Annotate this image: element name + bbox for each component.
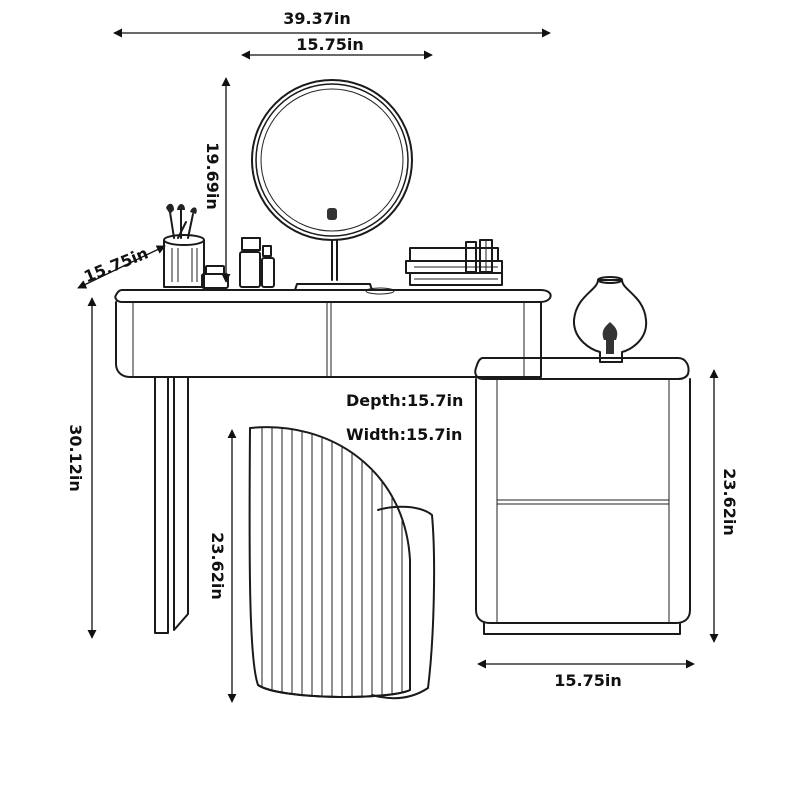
book-stack: [405, 239, 503, 286]
stool-depth-label: Depth:15.7in: [346, 391, 463, 410]
cabinet-height-label: 23.62in: [720, 468, 739, 535]
round-mirror: [251, 79, 413, 295]
vanity-desk: [114, 289, 552, 634]
table-height-label: 30.12in: [66, 424, 85, 491]
stool-width-label: Width:15.7in: [346, 425, 462, 444]
table-depth-label: 15.75in: [81, 243, 151, 286]
table-depth-dimension-line: [77, 245, 166, 289]
stool-height-label: 23.62in: [208, 532, 227, 599]
perfume-bottles: [239, 237, 275, 288]
brush-cup: [163, 203, 205, 288]
stool: [248, 426, 436, 700]
side-cabinet: [474, 357, 691, 635]
mirror-touch-button: [327, 208, 337, 220]
mirror-width-label: 15.75in: [296, 35, 363, 54]
total-width-label: 39.37in: [283, 9, 350, 28]
stool-ribbing: [261, 427, 403, 697]
small-jar: [201, 265, 229, 289]
mirror-height-label: 19.69in: [203, 142, 222, 209]
cabinet-width-label: 15.75in: [554, 671, 621, 690]
vase: [572, 276, 648, 363]
